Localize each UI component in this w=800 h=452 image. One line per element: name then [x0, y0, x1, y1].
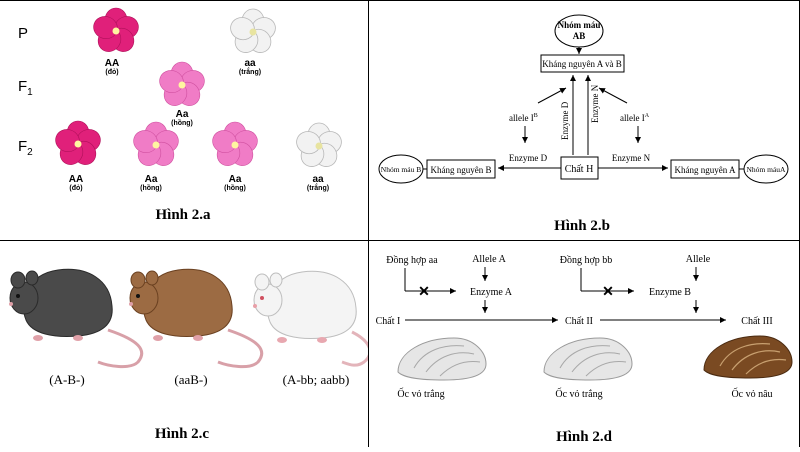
grid-border-top	[0, 0, 800, 1]
flower-pink-icon	[156, 61, 208, 111]
f1-phenotype: (hồng)	[171, 118, 193, 127]
figure-2d-panel: Đồng hợp aa Allele A ✕ Enzyme A Đồng hợp…	[368, 240, 800, 447]
flower-white-icon	[227, 8, 279, 58]
snail-1-label: Ốc vỏ trắng	[397, 387, 444, 400]
blood-type-ab-line2: AB	[573, 31, 586, 41]
arrow-allele-ib-diagonal	[537, 87, 567, 104]
homozygous-aa-label: Đồng hợp aa	[386, 255, 438, 266]
substance-2-label: Chất II	[565, 316, 593, 327]
antigen-ab-label: Kháng nguyên A và B	[542, 59, 622, 69]
substance-1-label: Chất I	[376, 316, 401, 327]
p-red-genotype: AA	[105, 58, 119, 69]
enzyme-b-label: Enzyme B	[649, 287, 691, 298]
figure-2a-panel: P F1 F2 AA (đỏ) aa (trắng) Aa (hồng)	[0, 0, 368, 240]
f2-genotype-2: Aa	[145, 174, 158, 185]
enzyme-n-vertical-label: Enzyme N	[590, 84, 600, 123]
flower-pink-icon	[130, 121, 182, 171]
generation-f1-label: F1	[18, 78, 33, 98]
grid-divider-horizontal	[0, 240, 800, 241]
antigen-ab-box	[540, 54, 625, 73]
figure-2b-svg: Nhóm máu AB Kháng nguyên A và B Enzyme D…	[378, 14, 789, 234]
block-x-icon: ✕	[602, 285, 614, 300]
flower-pink-icon	[209, 121, 261, 171]
figure-2a-caption: Hình 2.a	[155, 207, 211, 223]
figure-2c-caption: Hình 2.c	[155, 426, 210, 442]
block-x-icon: ✕	[418, 285, 430, 300]
enzyme-a-label: Enzyme A	[470, 287, 513, 298]
arrow-allele-ia-diagonal	[598, 87, 628, 104]
homozygous-bb-label: Đồng hợp bb	[560, 255, 613, 266]
blood-type-a-node	[743, 154, 789, 184]
snail-2-label: Ốc vỏ trắng	[555, 387, 602, 400]
rat-3-genotype: (A-bb; aabb)	[283, 372, 350, 387]
blood-type-b-node	[378, 154, 424, 184]
antigen-b-label: Kháng nguyên B	[431, 165, 492, 175]
flower-white-icon	[293, 122, 345, 172]
substance-3-label: Chất III	[741, 316, 772, 327]
antigen-a-label: Kháng nguyên A	[675, 165, 736, 175]
allele-ib-label: allele IB	[509, 113, 538, 123]
blood-type-b-label: Nhóm máu B	[381, 165, 421, 174]
rat-1-genotype: (A-B-)	[49, 372, 84, 387]
enzyme-d-vertical-label: Enzyme D	[560, 101, 570, 140]
rat-black-icon	[9, 268, 144, 369]
generation-f2-label: F2	[18, 138, 33, 158]
enzyme-n-label: Enzyme N	[612, 153, 651, 163]
blood-type-ab-line1: Nhóm máu	[558, 20, 601, 30]
p-red-phenotype: (đỏ)	[105, 69, 118, 76]
snail-3-label: Ốc vỏ nâu	[731, 387, 772, 400]
figure-2c-svg: (A-B-) (aaB-) (A-bb; aabb) Hình 2.c	[9, 268, 372, 442]
figure-2d-svg: Đồng hợp aa Allele A ✕ Enzyme A Đồng hợp…	[376, 254, 793, 445]
snail-white-icon	[397, 337, 487, 381]
generation-p-label: P	[18, 25, 28, 42]
figure-2b-panel: Nhóm máu AB Kháng nguyên A và B Enzyme D…	[368, 0, 800, 240]
rat-white-icon	[253, 270, 372, 367]
enzyme-d-label: Enzyme D	[509, 153, 548, 163]
allele-b-label: Allele	[686, 254, 711, 265]
p-white-genotype: aa	[244, 58, 256, 69]
f2-phenotype-1: (đỏ)	[69, 185, 82, 192]
flower-red-icon	[52, 120, 104, 170]
flower-red-icon	[90, 7, 142, 57]
f2-genotype-3: Aa	[229, 174, 242, 185]
snail-white-icon	[543, 337, 633, 381]
rat-2-genotype: (aaB-)	[174, 372, 207, 387]
figure-2b-caption: Hình 2.b	[554, 218, 610, 234]
snail-brown-icon	[703, 335, 793, 379]
substance-h-label: Chất H	[565, 164, 594, 175]
allele-a-label: Allele A	[472, 254, 506, 265]
f2-genotype-1: AA	[69, 174, 83, 185]
grid-divider-vertical	[368, 0, 369, 447]
figure-2a-svg: P F1 F2 AA (đỏ) aa (trắng) Aa (hồng)	[18, 7, 345, 223]
f2-genotype-4: aa	[312, 174, 324, 185]
rat-brown-icon	[129, 268, 264, 369]
allele-ia-label: allele IA	[620, 113, 650, 123]
f2-phenotype-3: (hồng)	[224, 183, 246, 192]
p-white-phenotype: (trắng)	[239, 67, 261, 76]
blood-type-a-label: Nhóm máuA	[747, 165, 787, 174]
f2-phenotype-4: (trắng)	[307, 183, 329, 192]
figure-2c-panel: (A-B-) (aaB-) (A-bb; aabb) Hình 2.c	[0, 240, 372, 447]
figure-2d-caption: Hình 2.d	[556, 429, 613, 445]
f2-phenotype-2: (hồng)	[140, 183, 162, 192]
f1-genotype: Aa	[176, 109, 189, 120]
